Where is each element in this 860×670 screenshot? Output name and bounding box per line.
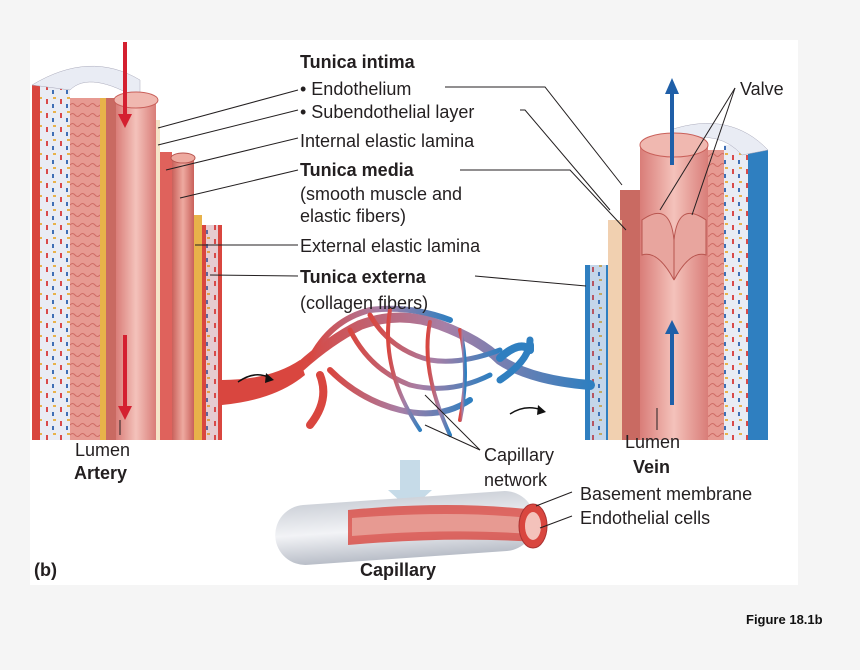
label-tunica-intima: Tunica intima [300, 52, 415, 72]
capillary-network [295, 305, 595, 437]
label-endothelial-cells: Endothelial cells [580, 508, 711, 528]
label-capillary-network-line1: Capillary [484, 445, 555, 465]
label-tunica-externa: Tunica externa [300, 267, 426, 287]
label-lumen-vein: Lumen [625, 432, 681, 452]
label-lumen-artery: Lumen [75, 440, 131, 460]
artery-illustration [31, 42, 305, 440]
label-tunica-media-sub2: elastic fibers) [300, 206, 407, 226]
panel-letter: (b) [34, 560, 57, 580]
label-external-elastic-lamina: External elastic lamina [300, 236, 481, 256]
vein-illustration [585, 78, 769, 440]
leader-lines [119, 86, 736, 529]
label-valve: Valve [740, 79, 784, 99]
label-artery: Artery [74, 463, 128, 483]
label-capillary: Capillary [360, 560, 437, 580]
label-vein: Vein [633, 457, 671, 477]
label-tunica-media: Tunica media [300, 160, 414, 180]
label-endothelium: • Endothelium [300, 79, 412, 99]
vessel-diagram [31, 42, 769, 565]
label-internal-elastic-lamina: Internal elastic lamina [300, 131, 475, 151]
figure-panel: Tunica intima • Endothelium • Subendothe… [30, 40, 798, 585]
capillary-illustration [275, 491, 548, 565]
label-basement-membrane: Basement membrane [580, 484, 753, 504]
label-subendothelial-layer: • Subendothelial layer [300, 102, 475, 122]
figure-caption: Figure 18.1b [746, 612, 823, 627]
label-capillary-network-line2: network [484, 470, 548, 490]
label-tunica-media-sub1: (smooth muscle and [300, 184, 463, 204]
label-tunica-externa-sub: (collagen fibers) [300, 293, 429, 313]
